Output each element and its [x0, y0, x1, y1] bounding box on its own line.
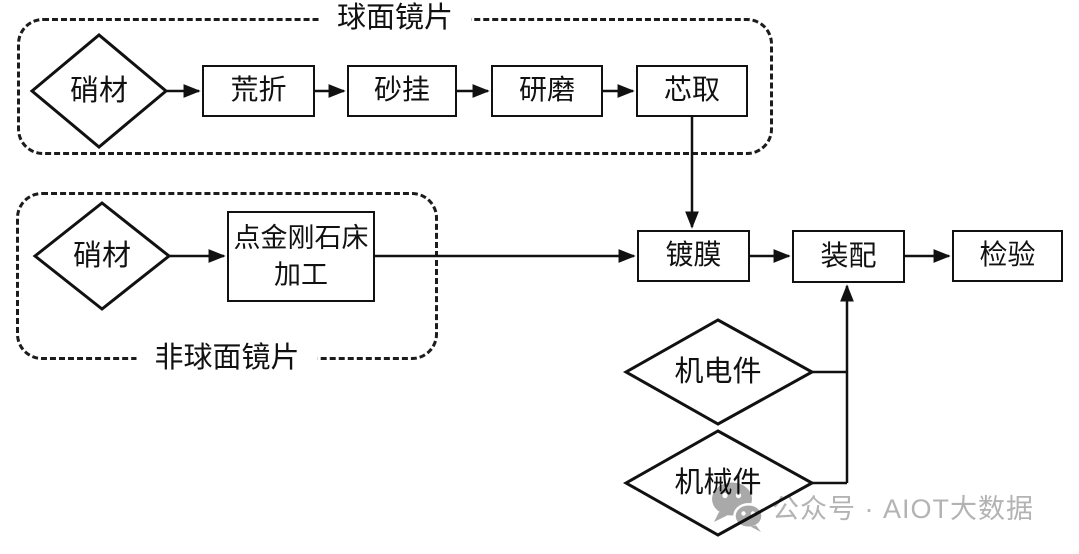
group-aspherical-lens-label: 非球面镜片	[136, 342, 318, 374]
node-inspection: 检验	[952, 230, 1063, 282]
node-glass-material-aspherical-label: 硝材	[72, 240, 131, 272]
node-coating: 镀膜	[637, 230, 750, 282]
node-electromechanical-parts-label: 机电件	[674, 356, 762, 388]
group-spherical-lens-label: 球面镜片	[318, 2, 472, 34]
node-assembly: 装配	[792, 230, 905, 283]
node-grinding: 研磨	[491, 65, 603, 117]
node-inspection-label: 检验	[979, 240, 1036, 271]
node-assembly-label: 装配	[820, 240, 877, 272]
node-sand-hang: 砂挂	[347, 65, 457, 117]
node-rough-cut: 荒折	[202, 65, 315, 117]
node-glass-material-spherical-label: 硝材	[69, 75, 128, 107]
group-spherical-lens: 球面镜片	[17, 2, 773, 155]
wechat-icon	[712, 482, 764, 532]
node-coating-label: 镀膜	[665, 240, 722, 271]
watermark: 公众号 · AIOT大数据	[710, 479, 1034, 533]
group-aspherical-lens: 非球面镜片	[16, 192, 438, 374]
node-rough-cut-label: 荒折	[230, 75, 287, 106]
node-centering: 芯取	[636, 65, 748, 117]
node-centering-label: 芯取	[663, 75, 720, 106]
node-grinding-label: 研磨	[518, 75, 575, 106]
watermark-text: 公众号 · AIOT大数据	[772, 493, 1034, 524]
node-diamond-turning-line2: 加工	[274, 259, 328, 290]
node-diamond-turning: 点金刚石床 加工	[227, 211, 375, 302]
node-diamond-turning-line1: 点金刚石床	[233, 222, 369, 253]
node-sand-hang-label: 砂挂	[373, 75, 430, 106]
